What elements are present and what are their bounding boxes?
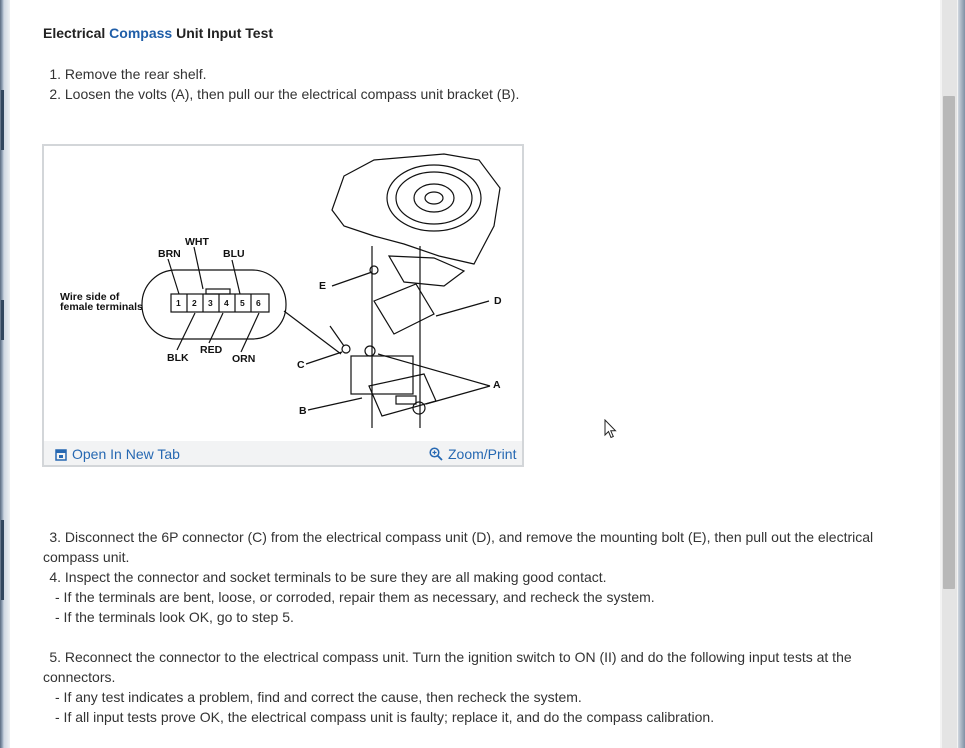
pin-5: 5 [240,298,245,308]
window-left-edge [0,0,10,748]
step-2: 2. Loosen the volts (A), then pull our t… [49,86,520,102]
mouse-cursor-icon [604,419,617,439]
wire-side-label-2: female terminals [60,301,143,313]
figure-action-bar [44,441,522,465]
wire-red: RED [200,344,223,356]
pin-1: 1 [176,298,181,308]
callout-a: A [493,379,501,391]
article-title: Electrical Compass Unit Input Test [43,25,274,41]
step-3-continued: compass unit. [43,549,130,565]
zoom-print-link[interactable]: Zoom/Print [429,446,516,462]
pin-3: 3 [208,298,213,308]
wire-brn: BRN [158,248,181,260]
step-1: 1. Remove the rear shelf. [49,66,207,82]
step-5: 5. Reconnect the connector to the electr… [49,649,852,665]
open-new-tab-icon [55,449,67,461]
step-5-sub-2: - If all input tests prove OK, the elect… [55,709,715,725]
wire-blk: BLK [167,352,189,364]
wire-side-label-1: Wire side of [60,291,120,303]
wire-wht: WHT [185,236,209,248]
wire-orn: ORN [232,353,255,365]
title-highlight: Compass [109,25,173,41]
scrollbar-thumb[interactable] [943,96,955,589]
window-right-edge [958,0,965,748]
pin-4: 4 [224,298,229,308]
callout-d: D [494,295,502,307]
step-3: 3. Disconnect the 6P connector (C) from … [49,529,874,545]
magnifier-plus-icon [429,447,443,461]
callout-c: C [297,359,305,371]
diagram-figure: Wire side of female terminals BRN WHT BL… [42,144,524,467]
compass-unit-diagram: Wire side of female terminals BRN WHT BL… [60,153,502,428]
open-in-new-tab-link[interactable]: Open In New Tab [55,446,180,462]
wire-blu: BLU [223,248,245,260]
step-5-sub-1: - If any test indicates a problem, find … [55,689,582,705]
callout-b: B [299,405,307,417]
step-5-continued: connectors. [43,669,116,685]
step-4-sub-2: - If the terminals look OK, go to step 5… [55,609,294,625]
pin-6: 6 [256,298,261,308]
pin-2: 2 [192,298,197,308]
step-4-sub-1: - If the terminals are bent, loose, or c… [55,589,655,605]
step-4: 4. Inspect the connector and socket term… [49,569,607,585]
callout-e: E [319,280,326,292]
